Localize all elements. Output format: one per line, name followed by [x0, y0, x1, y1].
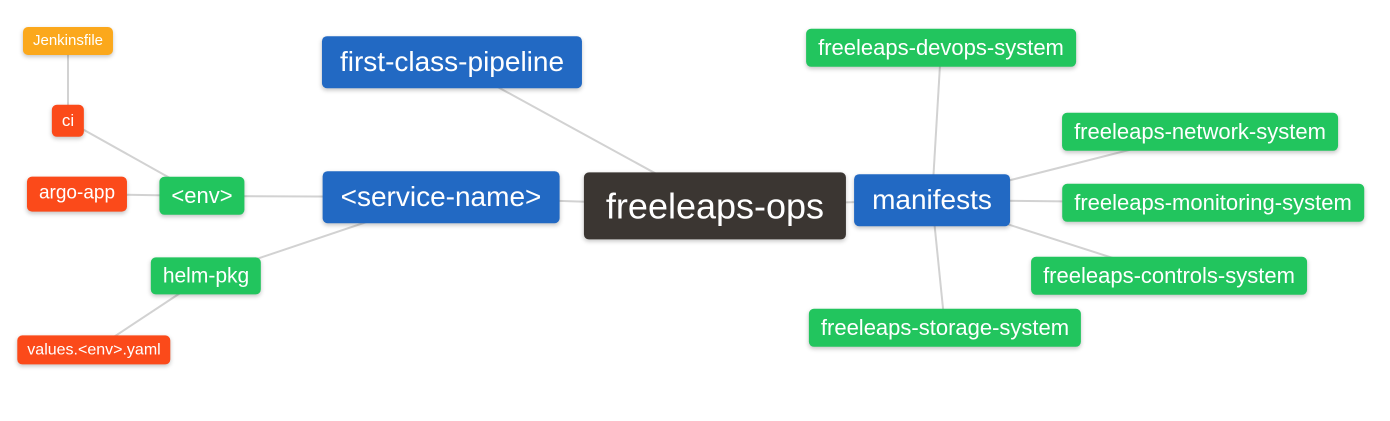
node-values-env-yaml[interactable]: values.<env>.yaml	[17, 335, 171, 365]
node-manifests[interactable]: manifests	[854, 174, 1010, 226]
node-env[interactable]: <env>	[159, 176, 245, 216]
node-freeleaps-devops-system[interactable]: freeleaps-devops-system	[806, 28, 1076, 68]
node-freeleaps-ops[interactable]: freeleaps-ops	[583, 172, 847, 240]
node-freeleaps-monitoring-system[interactable]: freeleaps-monitoring-system	[1062, 183, 1364, 223]
node-ci[interactable]: ci	[51, 104, 85, 138]
node-helm-pkg[interactable]: helm-pkg	[150, 257, 262, 295]
node-freeleaps-network-system[interactable]: freeleaps-network-system	[1062, 112, 1338, 152]
node-service-name[interactable]: <service-name>	[322, 171, 560, 223]
node-argo-app[interactable]: argo-app	[26, 176, 128, 212]
node-freeleaps-storage-system[interactable]: freeleaps-storage-system	[808, 308, 1082, 348]
node-freeleaps-controls-system[interactable]: freeleaps-controls-system	[1031, 256, 1307, 296]
node-first-class-pipeline[interactable]: first-class-pipeline	[321, 36, 583, 88]
node-jenkinsfile[interactable]: Jenkinsfile	[22, 27, 114, 55]
